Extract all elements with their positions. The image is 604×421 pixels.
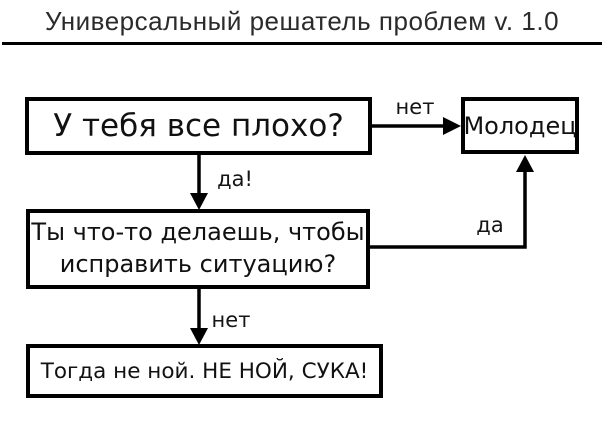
node-question-bad: У тебя все плохо? <box>25 97 372 155</box>
arrow-no-right <box>372 117 461 135</box>
node-question-fixing-line1: Ты что-то делаешь, чтобы <box>31 218 365 247</box>
edge-label-yes-up: да <box>476 213 504 237</box>
arrow-no-down <box>190 289 208 345</box>
node-dont-whine-label: Тогда не ной. НЕ НОЙ, СУКА! <box>40 358 369 384</box>
node-well-done: Молодец <box>461 97 579 154</box>
node-question-bad-label: У тебя все плохо? <box>53 108 344 144</box>
edge-label-no-bottom: нет <box>211 308 251 332</box>
title-underline <box>2 42 602 45</box>
node-question-fixing-line2: исправить ситуацию? <box>59 250 337 278</box>
edge-label-yes-down: да! <box>217 167 253 191</box>
page-title: Универсальный решатель проблем v. 1.0 <box>44 6 560 36</box>
node-question-fixing: Ты что-то делаешь, чтобы исправить ситуа… <box>26 209 370 289</box>
edge-label-no-top: нет <box>395 95 435 119</box>
node-well-done-label: Молодец <box>463 111 577 140</box>
node-dont-whine: Тогда не ной. НЕ НОЙ, СУКА! <box>26 344 383 398</box>
arrow-yes-down <box>190 155 208 210</box>
